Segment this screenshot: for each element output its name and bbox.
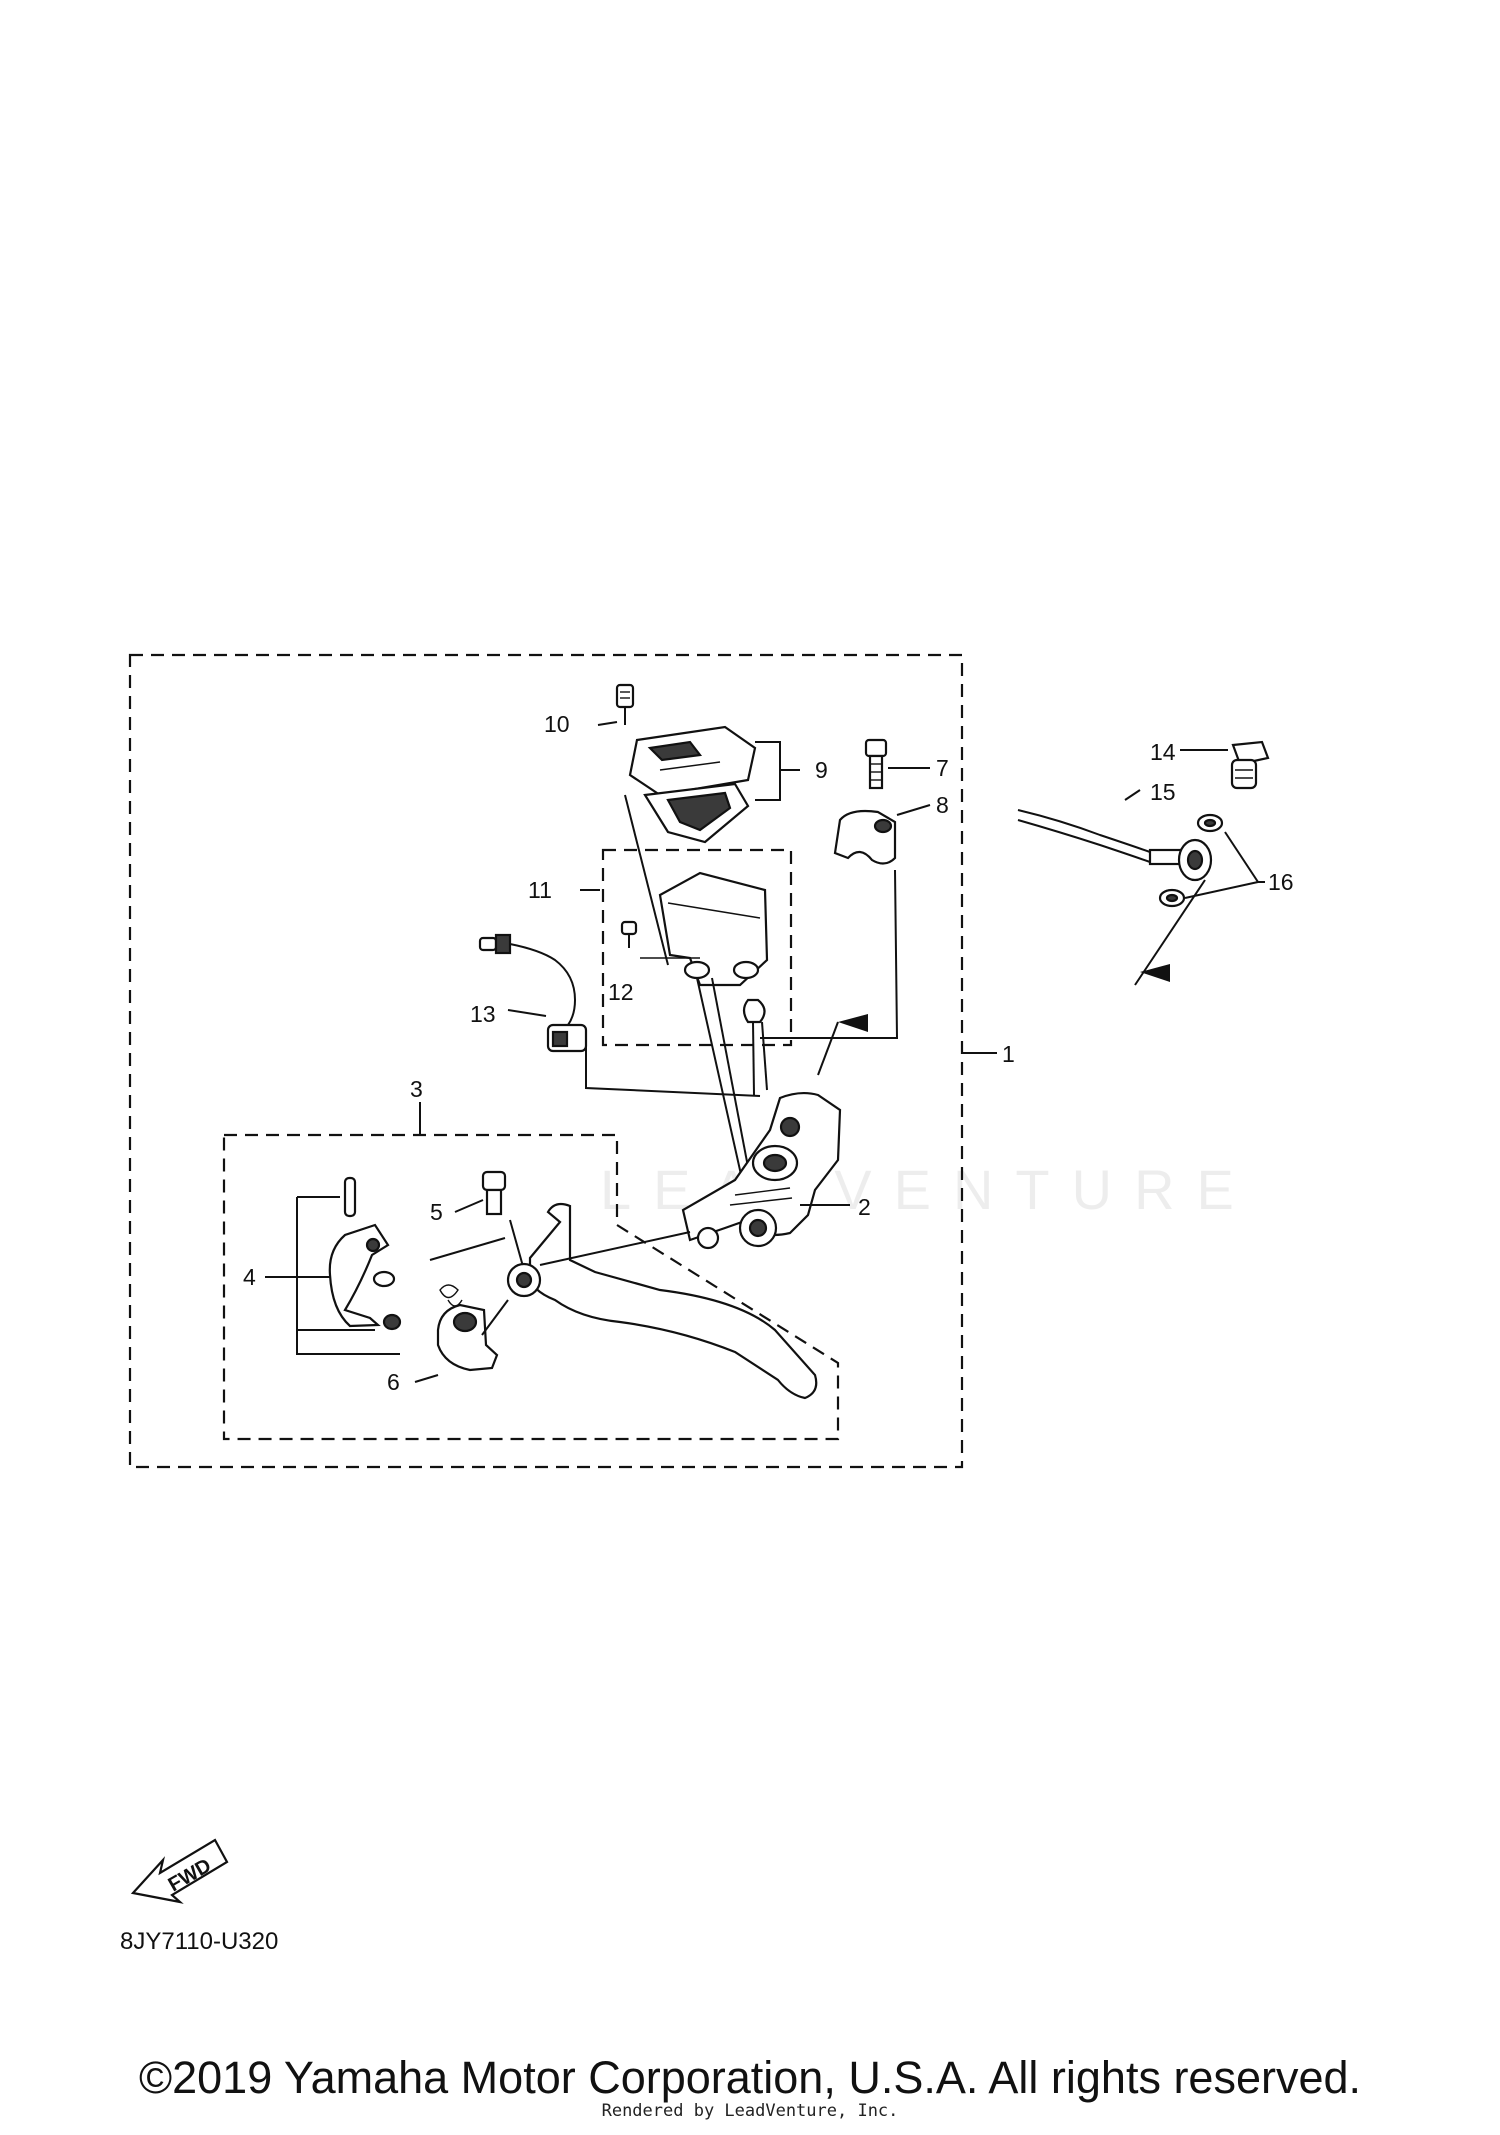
- pivot-bolt-5: [481, 1170, 525, 1271]
- assembly-1-boundary: [128, 653, 964, 1469]
- callout-12: 12: [608, 979, 634, 1005]
- direction-arrow-upper: [838, 1014, 868, 1032]
- copyright: ©2019 Yamaha Motor Corporation, U.S.A. A…: [138, 2052, 1362, 2103]
- brake-lever: [506, 1202, 818, 1400]
- callout-1: 1: [1002, 1041, 1015, 1067]
- fwd-arrow-icon: FWD: [130, 1838, 229, 1904]
- assembly-11-boundary: [601, 848, 793, 1047]
- reservoir-11: [658, 871, 769, 1189]
- reservoir-cap-9: [628, 725, 757, 844]
- callout-5: 5: [430, 1199, 443, 1225]
- callout-8: 8: [936, 792, 949, 818]
- master-cylinder-2: [681, 1091, 842, 1250]
- clamp-8: [760, 809, 899, 1039]
- screw-10: [615, 683, 669, 966]
- assembly-3-boundary: [222, 1133, 840, 1441]
- callout-2: 2: [858, 1194, 871, 1220]
- callout-10: 10: [544, 711, 570, 737]
- leader-lines: [265, 721, 1265, 1383]
- adjuster-4: [296, 1176, 506, 1355]
- switch-13: [478, 933, 761, 1097]
- direction-arrow-right: [1140, 964, 1170, 982]
- callout-3: 3: [410, 1076, 423, 1102]
- callout-7: 7: [936, 755, 949, 781]
- callout-14: 14: [1150, 739, 1176, 765]
- banjo-bolt-14: [1230, 740, 1270, 790]
- bolt-7: [864, 738, 888, 790]
- brake-hose-15: [1017, 809, 1213, 986]
- gaskets-16: [1158, 813, 1259, 908]
- holder-6: [436, 1299, 509, 1372]
- callout-13: 13: [470, 1001, 496, 1027]
- screw-12: [620, 920, 700, 959]
- callout-9: 9: [815, 757, 828, 783]
- callout-16: 16: [1268, 869, 1294, 895]
- callout-11: 11: [528, 877, 552, 903]
- part-code: 8JY7110-U320: [120, 1928, 279, 1955]
- callout-15: 15: [1150, 779, 1176, 805]
- callout-6: 6: [387, 1369, 400, 1395]
- callout-4: 4: [243, 1264, 256, 1290]
- render-credit: Rendered by LeadVenture, Inc.: [601, 2101, 899, 2121]
